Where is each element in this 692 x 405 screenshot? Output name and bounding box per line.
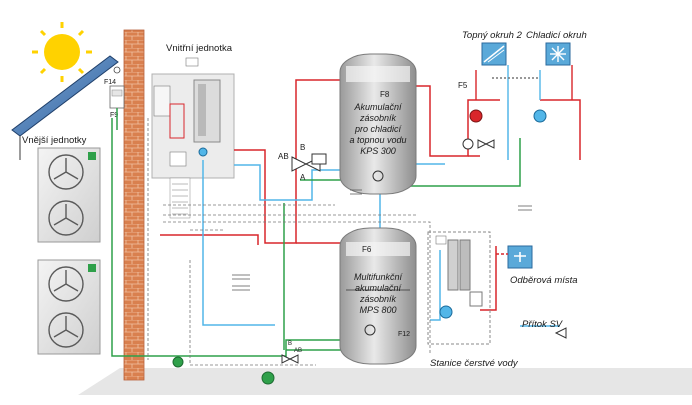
- circuit-pumps: [462, 109, 547, 150]
- three-way-valve: [291, 153, 327, 172]
- tap-points-icon: [496, 245, 533, 269]
- kps-line-4: a topnou vodu: [349, 135, 406, 145]
- sensor-f12: F12: [398, 331, 410, 338]
- sensor-f14: [109, 85, 125, 109]
- sensor-f8: F8: [380, 90, 390, 99]
- building-wall: [123, 29, 145, 381]
- floor: [78, 368, 692, 395]
- tank-kps-300: [339, 53, 417, 195]
- indoor-unit: [151, 57, 235, 179]
- label-f5: F5: [458, 81, 468, 90]
- mps-line-2: akumulační: [355, 283, 403, 293]
- kps-line-5: KPS 300: [360, 146, 396, 156]
- valve-port-ab: AB: [278, 152, 289, 161]
- valve-port-b: B: [300, 143, 305, 152]
- mps-line-1: Multifunkční: [354, 272, 404, 282]
- label-heating-circuit: Topný okruh 2: [462, 30, 523, 41]
- kps-line-2: zásobník: [359, 113, 397, 123]
- circuit-pipes: [475, 65, 573, 100]
- tank-mps-800: [339, 227, 417, 365]
- sensor-f6: F6: [362, 245, 372, 254]
- flow-pipes: [160, 79, 581, 311]
- heating-circuit-icon: [481, 42, 507, 66]
- label-outdoor-units: Vnější jednotky: [22, 135, 87, 146]
- label-indoor-unit: Vnitřní jednotka: [166, 43, 233, 54]
- valve-port-a: A: [300, 173, 306, 182]
- label-f9: F9: [110, 112, 118, 119]
- lower-valve-group: [172, 354, 299, 385]
- label-fresh-water-station: Stanice čerstvé vody: [430, 358, 519, 369]
- outdoor-unit-1: [37, 147, 101, 243]
- cooling-circuit-icon: [545, 42, 571, 66]
- pipe-insulation-marks: [232, 189, 532, 291]
- kps-line-3: pro chladicí: [354, 124, 403, 134]
- terminal-block: [169, 177, 191, 219]
- sun-icon: [32, 22, 92, 82]
- kps-line-1: Akumulační: [353, 102, 403, 112]
- mps-line-4: MPS 800: [359, 305, 396, 315]
- outdoor-unit-2: [37, 259, 101, 355]
- label-cold-inlet: Přítok SV: [522, 319, 564, 330]
- label-cooling-circuit: Chladicí okruh: [526, 30, 587, 41]
- label-f14: F14: [104, 79, 116, 86]
- solar-collector: [11, 55, 119, 160]
- valve-port-b-low: B: [288, 341, 292, 347]
- control-cables: [147, 118, 431, 366]
- cold-inlet-valve: [554, 327, 567, 339]
- mps-line-3: zásobník: [359, 294, 397, 304]
- valve-port-ab-low: AB: [294, 348, 302, 354]
- label-tap-points: Odběrová místa: [510, 275, 578, 286]
- fresh-water-station: [427, 231, 491, 345]
